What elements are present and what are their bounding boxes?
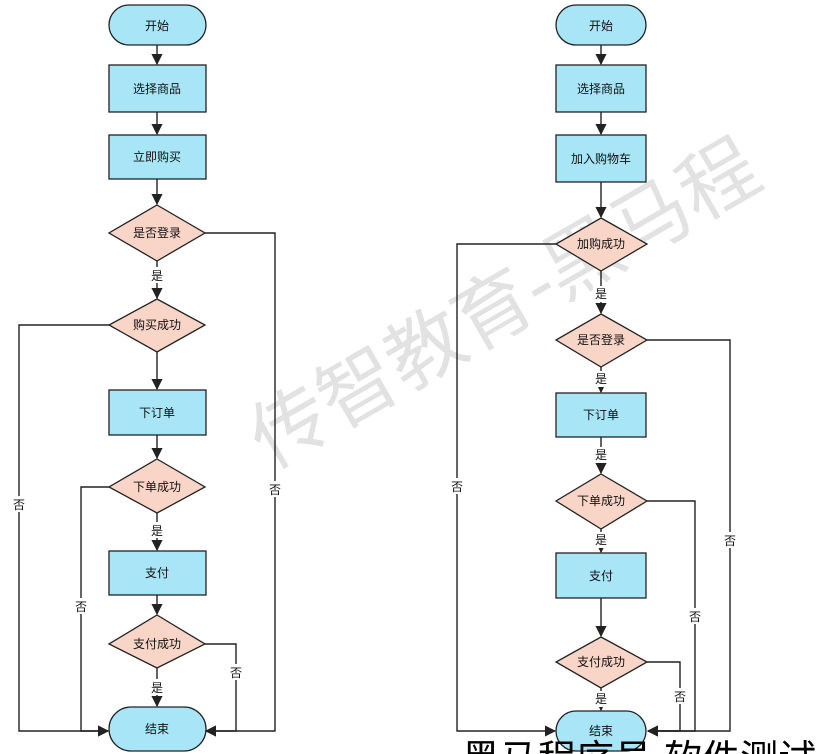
left-buy-now-label: 立即购买 <box>133 149 181 164</box>
right-yes-login-label: 是 <box>595 372 607 386</box>
left-yes-pay-label: 是 <box>151 681 163 695</box>
right-order-success-decision <box>554 473 649 530</box>
right-end-label: 结束 <box>589 724 613 738</box>
left-select-label: 选择商品 <box>133 81 181 96</box>
left-place-order-node <box>108 389 207 436</box>
right-end-node <box>555 710 647 752</box>
right-login-label: 是否登录 <box>577 332 625 347</box>
watermark-caption: 黑马程序员 软件测试 <box>462 737 816 754</box>
right-yes-order-label: 是 <box>595 448 607 462</box>
left-no-login-label: 否 <box>269 483 281 497</box>
left-pay-success-label: 支付成功 <box>133 637 181 651</box>
right-no-login-label: 否 <box>724 534 736 548</box>
right-select-node <box>555 64 647 113</box>
right-select-label: 选择商品 <box>577 81 625 96</box>
right-pay-node <box>555 552 647 599</box>
right-yes-add-label: 是 <box>595 287 607 301</box>
right-add-success-label: 加购成功 <box>577 236 625 251</box>
left-pay-label: 支付 <box>145 566 169 580</box>
left-end-node <box>108 706 207 752</box>
left-place-order-label: 下订单 <box>139 406 175 420</box>
left-no-pay-label: 否 <box>230 666 242 680</box>
left-pay-success-decision <box>107 614 207 669</box>
left-login-decision <box>107 204 207 262</box>
left-flowchart: 开始 选择商品 立即购买 是否登录 购买成功 下订单 下单成功 支付 支付成功 … <box>11 4 283 752</box>
right-add-success-decision <box>554 217 649 272</box>
left-buy-now-node <box>108 134 207 180</box>
left-start-node <box>108 4 207 46</box>
right-place-order-label: 下订单 <box>583 408 619 422</box>
left-buy-success-decision <box>107 298 207 353</box>
left-yes-order-label: 是 <box>151 524 163 538</box>
watermark: 传智教育-黑马程 <box>235 122 776 486</box>
left-login-label: 是否登录 <box>133 225 181 240</box>
left-end-label: 结束 <box>145 722 169 736</box>
right-place-order-node <box>555 392 647 438</box>
right-add-cart-label: 加入购物车 <box>571 151 631 166</box>
right-yes-final-label: 是 <box>595 692 607 706</box>
right-pay-label: 支付 <box>589 569 613 583</box>
left-select-node <box>108 64 207 113</box>
right-pay-success-decision <box>554 636 649 689</box>
right-login-decision <box>554 313 649 368</box>
left-no-order-label: 否 <box>75 600 87 614</box>
right-start-node <box>555 4 647 46</box>
left-buy-success-label: 购买成功 <box>133 317 181 332</box>
left-order-success-decision <box>107 458 207 514</box>
left-no-buy-label: 否 <box>13 498 25 512</box>
right-order-success-label: 下单成功 <box>577 494 625 508</box>
right-start-label: 开始 <box>589 19 613 33</box>
left-start-label: 开始 <box>145 19 169 33</box>
left-order-success-label: 下单成功 <box>133 480 181 494</box>
right-no-add-label: 否 <box>451 480 463 494</box>
left-yes-login-label: 是 <box>151 269 163 283</box>
right-add-cart-node <box>555 134 647 183</box>
right-no-pay-label: 否 <box>674 690 686 704</box>
right-no-order-label: 否 <box>689 610 701 624</box>
right-pay-success-label: 支付成功 <box>577 655 625 669</box>
left-pay-node <box>108 550 207 596</box>
right-flowchart: 开始 选择商品 加入购物车 加购成功 是否登录 下订单 下单成功 支付 支付成功… <box>449 4 738 752</box>
right-yes-pay-label: 是 <box>595 533 607 547</box>
